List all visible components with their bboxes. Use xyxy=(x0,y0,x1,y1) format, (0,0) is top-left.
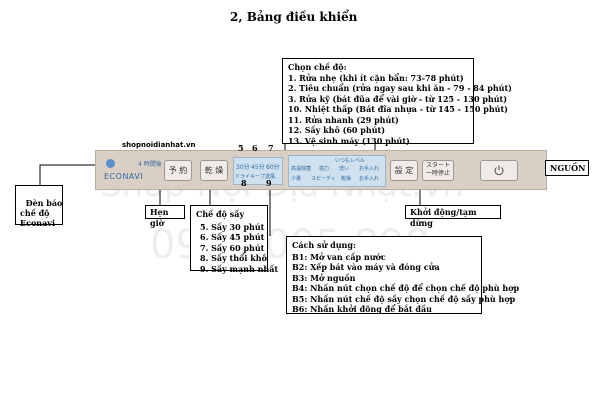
mode-label: お手入れ xyxy=(359,176,380,182)
mode-label: スピーディ xyxy=(311,176,336,182)
start-pause-label: Khởi động/tạm dừng xyxy=(410,207,477,228)
usage-step: B4: Nhấn nút chọn chế độ để chọn chế độ … xyxy=(292,283,520,293)
dry-display: 30分 45分 60分 ドライキープ 送風 xyxy=(233,157,283,185)
dry-30-label: 30分 xyxy=(236,164,250,171)
dry-item: 6. Sấy 45 phút xyxy=(200,232,265,242)
mode-item: 3. Rửa kỹ (bát đũa để vài giờ - từ 125 -… xyxy=(288,93,508,104)
timer-button[interactable]: 予 約 xyxy=(164,160,192,181)
timer-label-box: Hẹn giờ xyxy=(145,205,185,228)
usage-box: Cách sử dụng: B1: Mở van cấp nước B2: Xế… xyxy=(286,236,520,314)
dry-heading: Chế độ sấy xyxy=(196,209,245,219)
dry-60-label: 60分 xyxy=(266,164,280,171)
power-label: NGUỒN xyxy=(550,163,586,173)
dry-item: 7. Sấy 60 phút xyxy=(200,242,265,253)
timer-label: Hẹn giờ xyxy=(150,207,169,228)
econavi-indicator-icon xyxy=(106,159,115,168)
mode-item: 13. Vệ sinh máy (130 phút) xyxy=(288,135,410,146)
usage-heading: Cách sử dụng: xyxy=(292,240,356,250)
number-7: 7 xyxy=(268,143,274,153)
mode-label: 高温除菌 xyxy=(291,166,312,172)
econavi-indicator-text: Đèn báo chế độ Econavi xyxy=(20,198,63,228)
number-5: 5 xyxy=(238,143,244,153)
usage-step: B1: Mở van cấp nước xyxy=(292,251,386,262)
power-icon xyxy=(494,165,504,176)
dry-keep-label: ドライキープ xyxy=(235,174,265,180)
mode-display: いつもレベル 高温除菌 強力 洗い お手入れ 少量 スピーディ 乾燥 お手入れ xyxy=(288,155,386,187)
econavi-label-box: Đèn báo chế độ Econavi xyxy=(15,185,63,228)
start-pause-button[interactable]: スタート 一時停止 xyxy=(422,160,454,181)
usage-step: B6: Nhấn khởi động để bắt đầu xyxy=(292,304,432,314)
dry-item: 5. Sấy 30 phút xyxy=(200,221,265,232)
usage-step: B2: Xếp bát vào máy và đóng cửa xyxy=(292,262,440,272)
usage-step: B5: Nhấn nút chế độ sấy chọn chế độ sấy … xyxy=(292,293,516,304)
number-8: 8 xyxy=(241,178,247,188)
mode-label: お手入れ xyxy=(359,166,380,172)
dry-item: 8. Sấy thổi khô xyxy=(200,253,267,263)
modes-heading: Chọn chế độ: xyxy=(288,62,347,72)
page-title: 2, Bảng điều khiển xyxy=(230,10,358,24)
mode-label: 強力 xyxy=(319,166,330,172)
dry-item: 9. Sấy mạnh nhất xyxy=(200,263,279,274)
brand-text: shopnoidianhat.vn xyxy=(122,141,196,149)
mode-item: 10. Nhiệt thấp (Bát đĩa nhựa - từ 145 - … xyxy=(288,104,508,114)
mode-item: 11. Rửa nhanh (29 phút) xyxy=(288,114,399,125)
modes-box: Chọn chế độ: 1. Rửa nhẹ (khi ít cặn bẩn:… xyxy=(282,58,512,146)
dry-fan-label: 送風 xyxy=(265,174,276,180)
control-panel: 4 時間後 ECONAVI 予 約 乾 燥 30分 45分 60分 ドライキープ… xyxy=(95,150,547,190)
power-label-box: NGUỒN xyxy=(545,160,589,176)
mode-label: 乾燥 xyxy=(341,176,352,182)
number-6: 6 xyxy=(252,143,258,153)
power-button[interactable] xyxy=(480,160,518,181)
dry-button[interactable]: 乾 燥 xyxy=(200,160,228,181)
set-button[interactable]: 設 定 xyxy=(390,160,418,181)
mode-label: 洗い xyxy=(339,166,350,172)
mode-item: 12. Sấy khô (60 phút) xyxy=(288,125,385,135)
dry-mode-box: Chế độ sấy 5. Sấy 30 phút 6. Sấy 45 phút… xyxy=(190,205,278,274)
mode-label: いつもレベル xyxy=(335,158,366,164)
number-9: 9 xyxy=(266,178,272,188)
mode-item: 1. Rửa nhẹ (khi ít cặn bẩn: 73-78 phút) xyxy=(288,72,464,83)
econavi-label: ECONAVI xyxy=(104,172,144,181)
mode-item: 2. Tiêu chuẩn (rửa ngay sau khi ăn - 79 … xyxy=(288,83,512,93)
dry-45-label: 45分 xyxy=(251,164,265,171)
econavi-sub-label: 4 時間後 xyxy=(138,161,162,168)
usage-step: B3: Mở nguồn xyxy=(292,272,356,283)
start-pause-label-box: Khởi động/tạm dừng xyxy=(405,205,501,228)
mode-label: 少量 xyxy=(291,176,302,182)
